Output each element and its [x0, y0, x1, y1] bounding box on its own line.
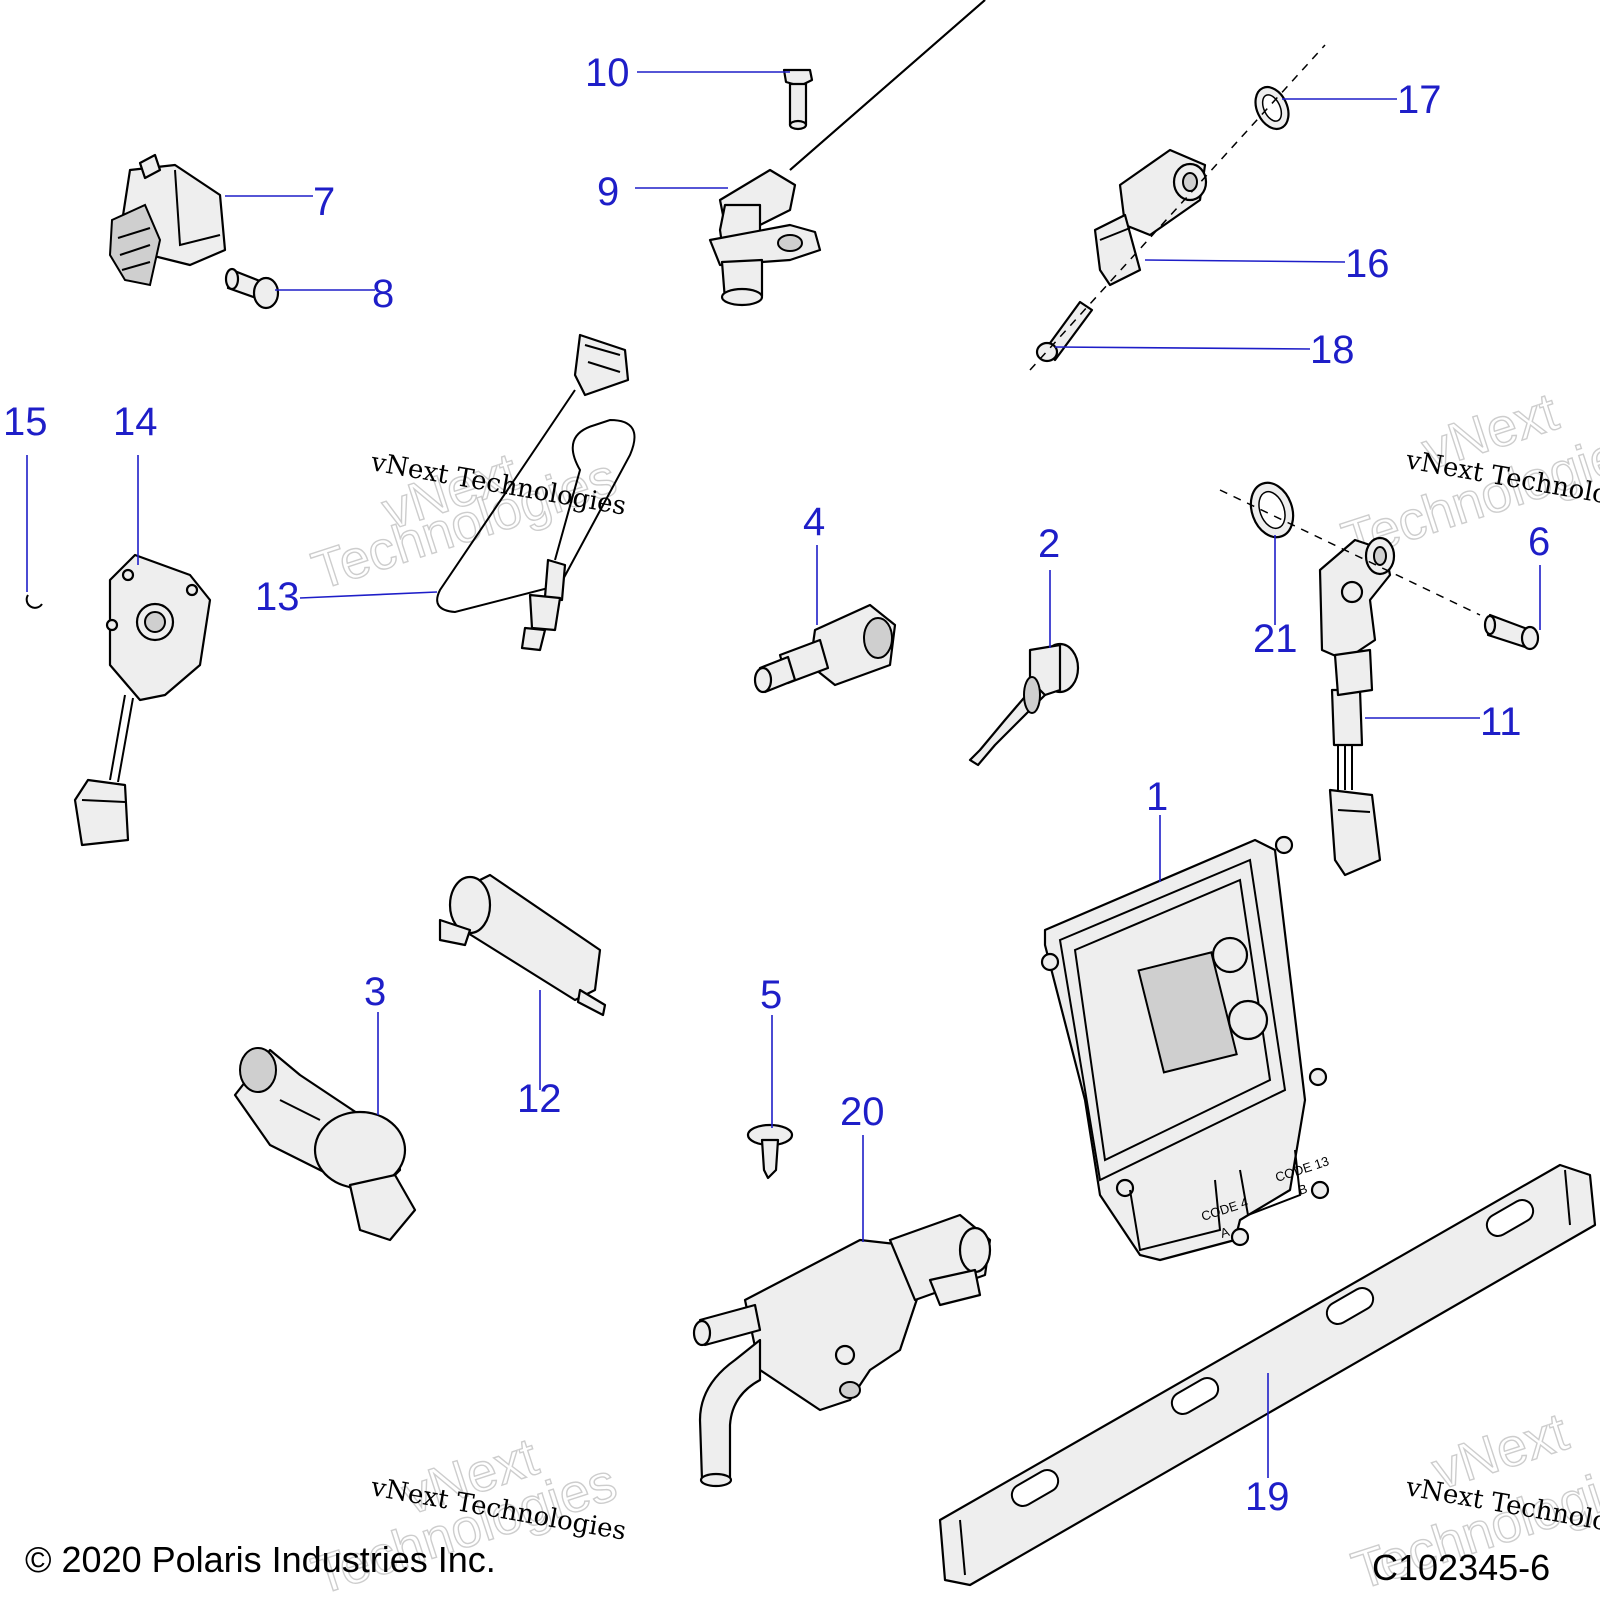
- part-11-pigtail: [1328, 679, 1382, 877]
- part-16-sensor: [1093, 148, 1208, 287]
- callout-1: 1: [1146, 775, 1168, 819]
- callout-10: 10: [585, 51, 630, 95]
- copyright-text: © 2020 Polaris Industries Inc.: [25, 1539, 496, 1580]
- part-8-bolt: [224, 267, 280, 310]
- callout-7: 7: [313, 180, 335, 224]
- part-6-sensor-body: [1318, 536, 1396, 697]
- part-10-bolt: [782, 68, 814, 131]
- callout-3: 3: [364, 970, 386, 1014]
- part-13-o2-sensor: [436, 333, 636, 652]
- part-5-screw: [746, 1123, 794, 1180]
- callout-12: 12: [517, 1077, 562, 1121]
- callout-17: 17: [1397, 78, 1442, 122]
- part-14-position-sensor: [73, 553, 212, 847]
- part-17-oring: [1254, 85, 1290, 131]
- assembly-axes: [1029, 44, 1481, 616]
- callout-4: 4: [803, 500, 825, 544]
- drawing-number: C102345-6: [1372, 1547, 1550, 1588]
- callout-8: 8: [372, 272, 394, 316]
- part-12-sensor: [438, 873, 607, 1017]
- callout-9: 9: [597, 170, 619, 214]
- callout-2: 2: [1038, 522, 1060, 566]
- callout-layer: 1 2 3 4 5 6 7 8 9 10 11 12 13 14 15 16 1…: [3, 51, 1550, 1519]
- callout-13: 13: [255, 575, 300, 619]
- part-18-bolt: [1035, 300, 1094, 363]
- callout-16: 16: [1345, 242, 1390, 286]
- part-6-bolt: [1483, 613, 1540, 651]
- callout-6: 6: [1528, 520, 1550, 564]
- part-21-oring: [1249, 481, 1295, 539]
- watermark-layer: vNext Technologies vNext Technologies vN…: [304, 381, 1600, 1600]
- leader-lines: [26, 71, 1541, 1478]
- callout-20: 20: [840, 1090, 885, 1134]
- part-2-sensor: [968, 642, 1080, 767]
- callout-15: 15: [3, 400, 48, 444]
- part-15-clip: [25, 594, 43, 609]
- callout-18: 18: [1310, 328, 1355, 372]
- part-9-speed-sensor: [708, 0, 986, 307]
- callout-21: 21: [1253, 617, 1298, 661]
- callout-5: 5: [760, 973, 782, 1017]
- part-20-valve: [692, 1213, 992, 1488]
- part-1-ecu: CODE 4 A CODE 13 B: [1040, 835, 1331, 1262]
- callout-19: 19: [1245, 1475, 1290, 1519]
- callout-14: 14: [113, 400, 158, 444]
- part-4-sensor: [753, 603, 897, 694]
- callout-11: 11: [1480, 700, 1522, 744]
- part-3-sensor: [233, 1047, 417, 1242]
- part-7-map-sensor: [108, 153, 227, 287]
